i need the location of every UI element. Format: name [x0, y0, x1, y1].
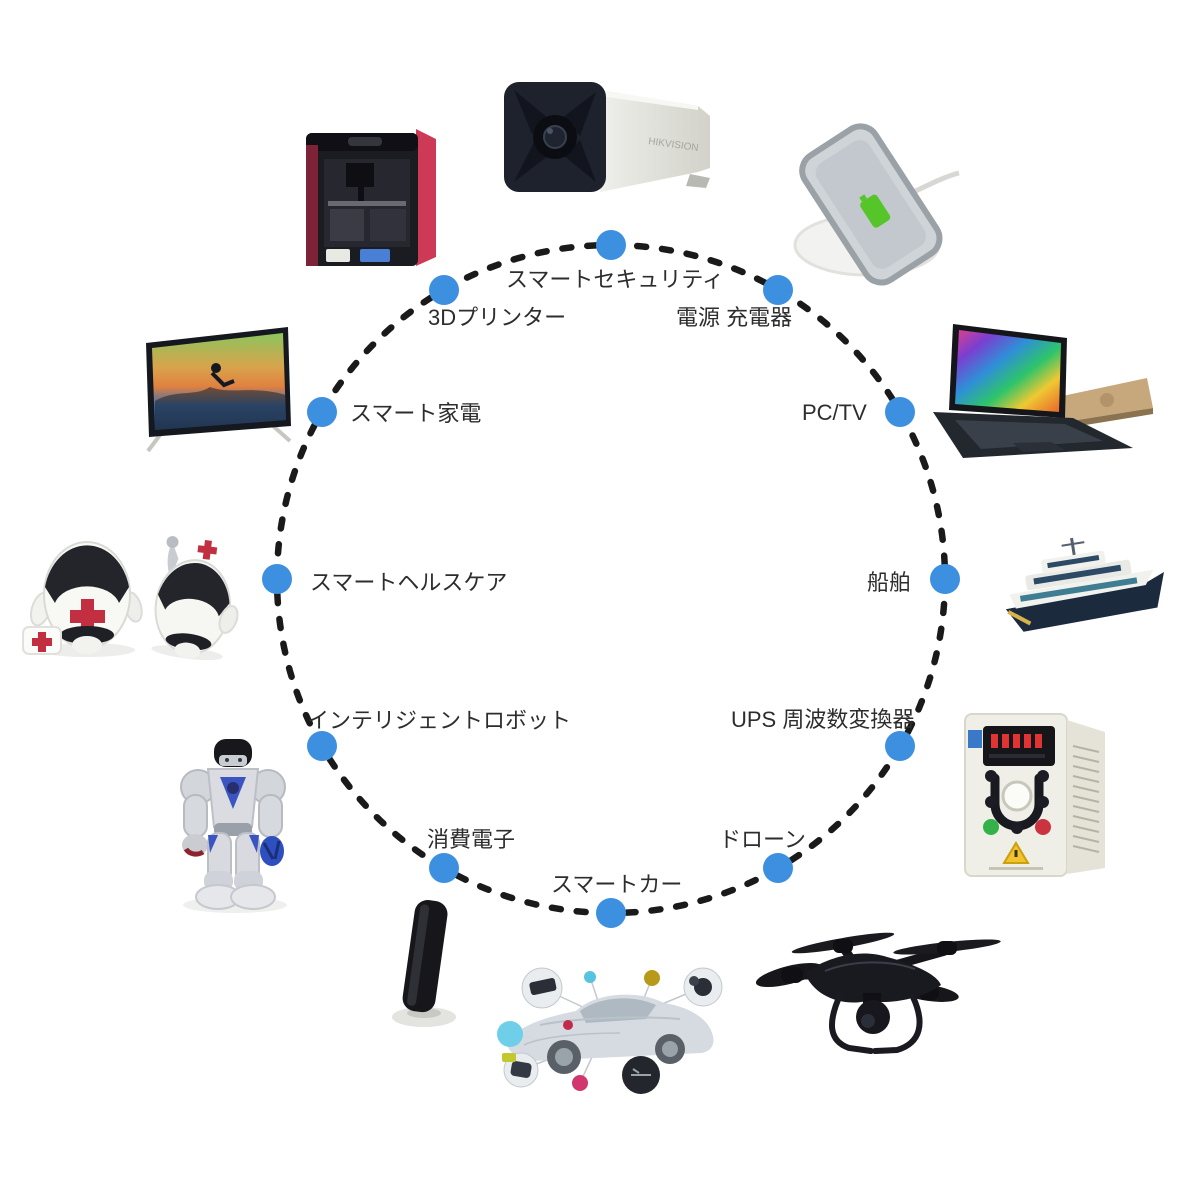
node-label-smart-car: スマートカー	[551, 872, 683, 897]
frequency-converter-image	[964, 713, 1105, 877]
healthcare-robots-image	[22, 536, 239, 661]
sensor-dots	[497, 970, 660, 1091]
healthcare-robot-large	[22, 541, 143, 657]
node-dot-power-charger	[763, 275, 793, 305]
node-label-power-charger: 電源 充電器	[676, 305, 793, 330]
node-label-pc-tv: PC/TV	[802, 400, 867, 425]
node-label-smart-appliance: スマート家電	[350, 401, 482, 426]
first-aid-kit	[22, 626, 62, 655]
open-laptop	[933, 324, 1133, 458]
closed-laptop	[1053, 378, 1153, 428]
node-dot-pc-tv	[885, 397, 915, 427]
robot-toy-image	[180, 739, 287, 913]
healthcare-robot-small	[151, 536, 239, 661]
node-label-smart-security: スマートセキュリティ	[506, 267, 725, 292]
camera-bracket	[686, 174, 710, 188]
node-dot-ship	[930, 564, 960, 594]
security-camera-image: HIKVISION	[504, 82, 710, 192]
node-dot-drone	[763, 853, 793, 883]
drone-image	[755, 932, 1001, 1054]
tv-image	[146, 327, 292, 453]
node-label-ups-converter: UPS 周波数変換器	[731, 707, 915, 732]
blue-claw-hand	[260, 836, 284, 866]
3d-printer-image	[306, 129, 436, 266]
red-cross-antenna-icon	[197, 539, 218, 560]
node-dot-ups-converter	[885, 731, 915, 761]
battery-icon	[860, 194, 891, 228]
node-dot-smart-security	[596, 230, 626, 260]
speaker-image	[392, 900, 456, 1027]
node-label-drone: ドローン	[719, 827, 806, 852]
node-dot-intelligent-robot	[307, 731, 337, 761]
node-dot-consumer-electronics	[429, 853, 459, 883]
control-knob	[1001, 780, 1033, 812]
node-label-3d-printer: 3Dプリンター	[428, 305, 567, 330]
vent-grille	[1072, 745, 1100, 853]
stop-button	[1035, 819, 1051, 835]
laptop-image	[933, 324, 1153, 458]
component-callouts	[503, 967, 723, 1094]
smart-car-image	[497, 967, 723, 1094]
node-label-ship: 船舶	[867, 570, 912, 595]
node-label-intelligent-robot: インテリジェントロボット	[307, 708, 572, 733]
node-label-consumer-electronics: 消費電子	[427, 827, 516, 852]
node-dot-smart-appliance	[307, 397, 337, 427]
node-dot-smart-car	[596, 898, 626, 928]
brand-logo-mark	[968, 730, 982, 748]
ship-image	[1005, 537, 1164, 632]
red-cross-icon	[70, 599, 105, 634]
node-label-smart-healthcare: スマートヘルスケア	[310, 570, 508, 595]
node-dot-3d-printer	[429, 275, 459, 305]
run-button	[983, 819, 999, 835]
wireless-charger-image	[793, 123, 960, 286]
node-dot-smart-healthcare	[262, 564, 292, 594]
